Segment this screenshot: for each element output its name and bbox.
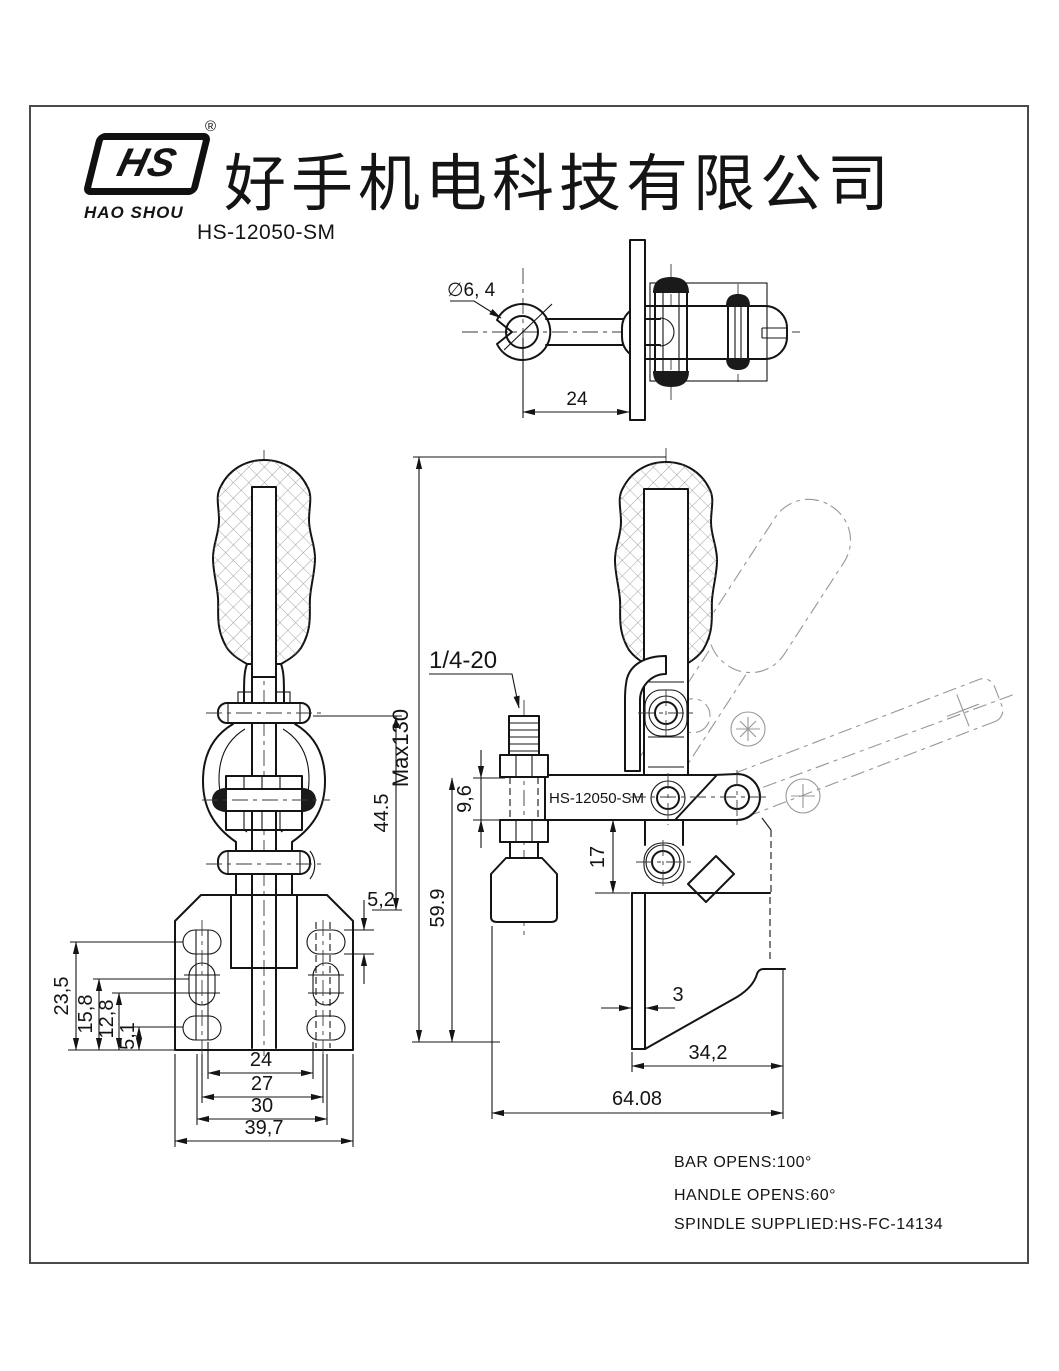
- dim-17: 17: [587, 846, 609, 868]
- thread-size: 1/4-20: [429, 647, 497, 674]
- front-dims-vertical: 23,5 15,8 12,8 5,1: [51, 941, 189, 1051]
- front-dims-horizontal: 24 27 30 39,7: [174, 1042, 354, 1147]
- dim-59-9: 59.9: [427, 889, 449, 928]
- top-view-pin: [653, 277, 689, 387]
- registered-trademark-icon: ®: [205, 118, 217, 135]
- side-dim-bar-thickness: 9,6: [454, 750, 505, 848]
- top-view-pin: [726, 294, 750, 370]
- dim-23-5: 23,5: [51, 977, 73, 1016]
- top-view: ∅6, 4 24: [447, 239, 800, 421]
- front-dim-link-height: 44.5: [313, 715, 402, 911]
- side-dim-max-height: Max130: [388, 456, 666, 1043]
- dim-24: 24: [250, 1049, 272, 1071]
- logo-subtitle: HAO SHOU: [84, 203, 184, 222]
- front-dim-slot: 5,2: [344, 889, 395, 984]
- dim-27: 27: [251, 1073, 273, 1095]
- dim-9-6: 9,6: [454, 785, 476, 813]
- dim-34-2: 34,2: [689, 1042, 728, 1064]
- dim-44-5: 44.5: [371, 794, 393, 833]
- company-name: 好手机电科技有限公司: [224, 151, 895, 219]
- dim-max130: Max130: [388, 709, 413, 787]
- dim-30: 30: [251, 1095, 273, 1117]
- dim-3: 3: [672, 984, 683, 1006]
- front-view: 23,5 15,8 12,8 5,1 24 27: [51, 450, 402, 1147]
- side-view: HS-12050-SM: [388, 448, 1016, 1119]
- side-clamp-bar: HS-12050-SM: [544, 770, 770, 826]
- side-dim-base-depth: 34,2: [631, 1042, 784, 1072]
- thread-callout: 1/4-20: [429, 647, 520, 709]
- side-dim-base-height: 59.9: [427, 777, 456, 1043]
- side-dim-plate-thickness: 3: [601, 984, 684, 1012]
- side-dim-drop: 17: [587, 819, 642, 894]
- side-dim-total-depth: 64.08: [491, 926, 784, 1119]
- dim-12-8: 12,8: [96, 1000, 118, 1039]
- dim-hole-diameter: ∅6, 4: [447, 280, 496, 301]
- dim-64-08: 64.08: [612, 1088, 662, 1110]
- side-base: [631, 892, 786, 1072]
- side-spindle: [490, 715, 558, 923]
- part-number: HS-12050-SM: [197, 221, 336, 244]
- dim-5-1: 5,1: [117, 1022, 139, 1050]
- drawing-border: [29, 105, 1029, 1264]
- front-handle-grip: [212, 459, 316, 678]
- dim-15-8: 15,8: [75, 995, 97, 1034]
- dim-5-2: 5,2: [367, 889, 395, 911]
- note-spindle-supplied: SPINDLE SUPPLIED:HS-FC-14134: [674, 1216, 943, 1233]
- dim-39-7: 39,7: [245, 1117, 284, 1139]
- front-base: [174, 894, 354, 1054]
- notes-block: BAR OPENS:100° HANDLE OPENS:60° SPINDLE …: [674, 1154, 943, 1233]
- note-bar-opens: BAR OPENS:100°: [674, 1154, 812, 1171]
- dim-offset: 24: [566, 389, 588, 410]
- bar-model-label: HS-12050-SM: [549, 790, 644, 807]
- note-handle-opens: HANDLE OPENS:60°: [674, 1187, 836, 1204]
